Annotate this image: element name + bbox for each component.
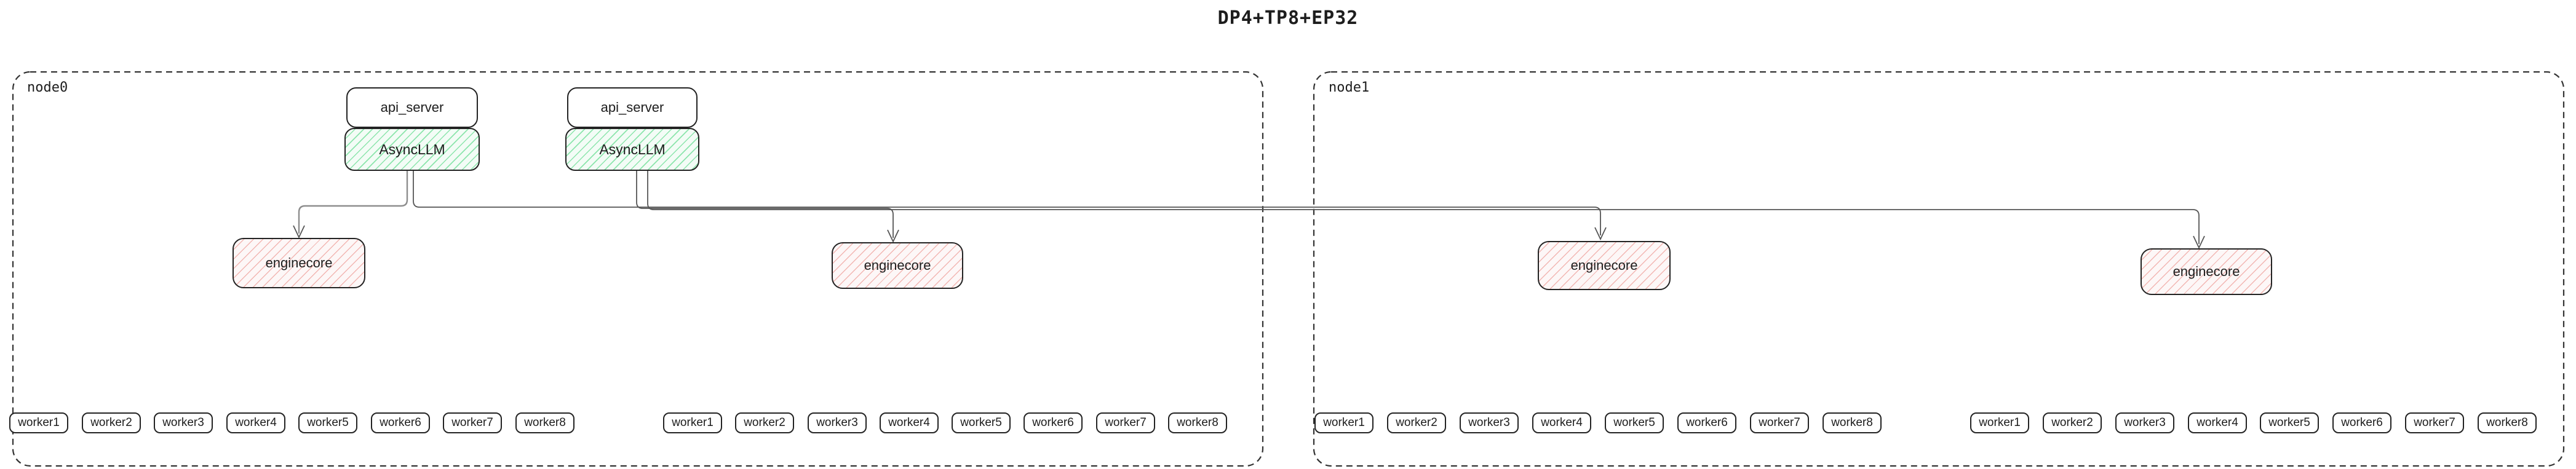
worker-box: worker3 — [154, 412, 213, 433]
diagram-title: DP4+TP8+EP32 — [1217, 7, 1359, 29]
worker-box: worker3 — [808, 412, 867, 433]
node0-label: node0 — [27, 80, 68, 95]
worker-box: worker6 — [2332, 412, 2391, 433]
worker-box: worker6 — [371, 412, 430, 433]
enginecore-box: enginecore — [832, 242, 963, 289]
worker-box: worker2 — [1387, 412, 1446, 433]
edge-asyncllm1-enginecore1 — [298, 171, 408, 234]
worker-box: worker7 — [1096, 412, 1155, 433]
worker-box: worker2 — [735, 412, 794, 433]
worker-box: worker5 — [1605, 412, 1664, 433]
worker-box: worker7 — [1750, 412, 1809, 433]
arrowhead-enginecore1 — [293, 225, 305, 239]
worker-box: worker3 — [1460, 412, 1519, 433]
arrowhead-enginecore2 — [887, 229, 899, 243]
node1-label: node1 — [1329, 80, 1370, 95]
worker-box: worker8 — [1823, 412, 1882, 433]
worker-box: worker5 — [298, 412, 357, 433]
worker-box: worker4 — [1532, 412, 1591, 433]
worker-box: worker1 — [9, 412, 68, 433]
edge-asyncllm2-enginecore2 — [636, 171, 894, 238]
worker-box: worker8 — [2478, 412, 2537, 433]
worker-box: worker1 — [1314, 412, 1373, 433]
worker-box: worker7 — [2405, 412, 2464, 433]
worker-box: worker1 — [663, 412, 722, 433]
worker-box: worker4 — [2188, 412, 2247, 433]
worker-box: worker6 — [1677, 412, 1736, 433]
api-server-box: api_server — [567, 87, 698, 128]
worker-box: worker8 — [1168, 412, 1227, 433]
worker-box: worker2 — [82, 412, 141, 433]
worker-box: worker3 — [2115, 412, 2174, 433]
edge-asyncllm1-enginecore3 — [413, 171, 1601, 235]
worker-box: worker4 — [226, 412, 285, 433]
enginecore-box: enginecore — [233, 238, 365, 288]
api-server-box: api_server — [346, 87, 478, 128]
asyncllm-box: AsyncLLM — [344, 128, 480, 171]
worker-box: worker1 — [1970, 412, 2029, 433]
worker-box: worker5 — [2260, 412, 2319, 433]
worker-box: worker4 — [880, 412, 939, 433]
arrowhead-enginecore3 — [1594, 227, 1607, 241]
edge-asyncllm2-enginecore4 — [647, 171, 2200, 244]
enginecore-box: enginecore — [1538, 241, 1671, 290]
worker-box: worker6 — [1024, 412, 1083, 433]
worker-box: worker2 — [2043, 412, 2102, 433]
worker-box: worker5 — [952, 412, 1011, 433]
worker-box: worker8 — [515, 412, 574, 433]
enginecore-box: enginecore — [2141, 248, 2272, 295]
arrowhead-enginecore4 — [2193, 235, 2205, 250]
node1-border — [1313, 71, 2565, 467]
worker-box: worker7 — [443, 412, 502, 433]
asyncllm-box: AsyncLLM — [565, 128, 699, 171]
